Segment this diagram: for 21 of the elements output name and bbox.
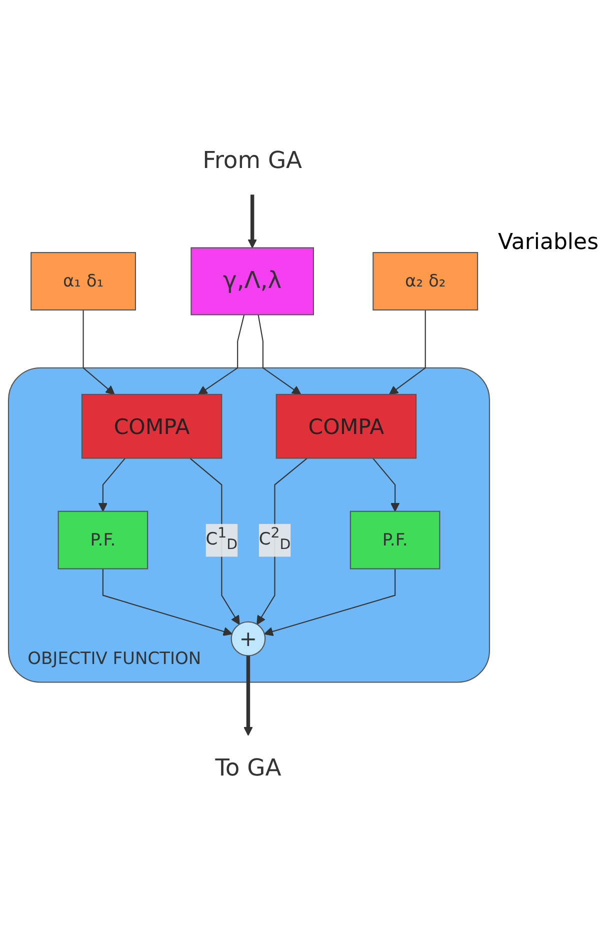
arrow xyxy=(244,656,253,736)
process-box: COMPA xyxy=(81,394,222,459)
process-box: γ,Λ,λ xyxy=(190,247,314,316)
process-box: α₂ δ₂ xyxy=(372,252,478,310)
arrow xyxy=(82,310,115,395)
process-box: α₁ δ₁ xyxy=(30,252,136,310)
variables-label: Variables xyxy=(498,230,600,255)
arrow xyxy=(258,314,302,395)
arrow xyxy=(372,458,400,512)
process-box: P.F. xyxy=(350,510,440,570)
arrow xyxy=(388,310,426,395)
flow-text: To GA xyxy=(215,756,282,782)
process-box: COMPA xyxy=(276,394,417,459)
arrow xyxy=(98,458,126,512)
arrow xyxy=(248,194,257,248)
arrow xyxy=(264,568,396,636)
arrow xyxy=(198,314,245,395)
arrow xyxy=(102,568,232,636)
sum-circle: + xyxy=(230,621,266,656)
flow-text: From GA xyxy=(202,148,302,174)
process-box: P.F. xyxy=(58,510,148,570)
